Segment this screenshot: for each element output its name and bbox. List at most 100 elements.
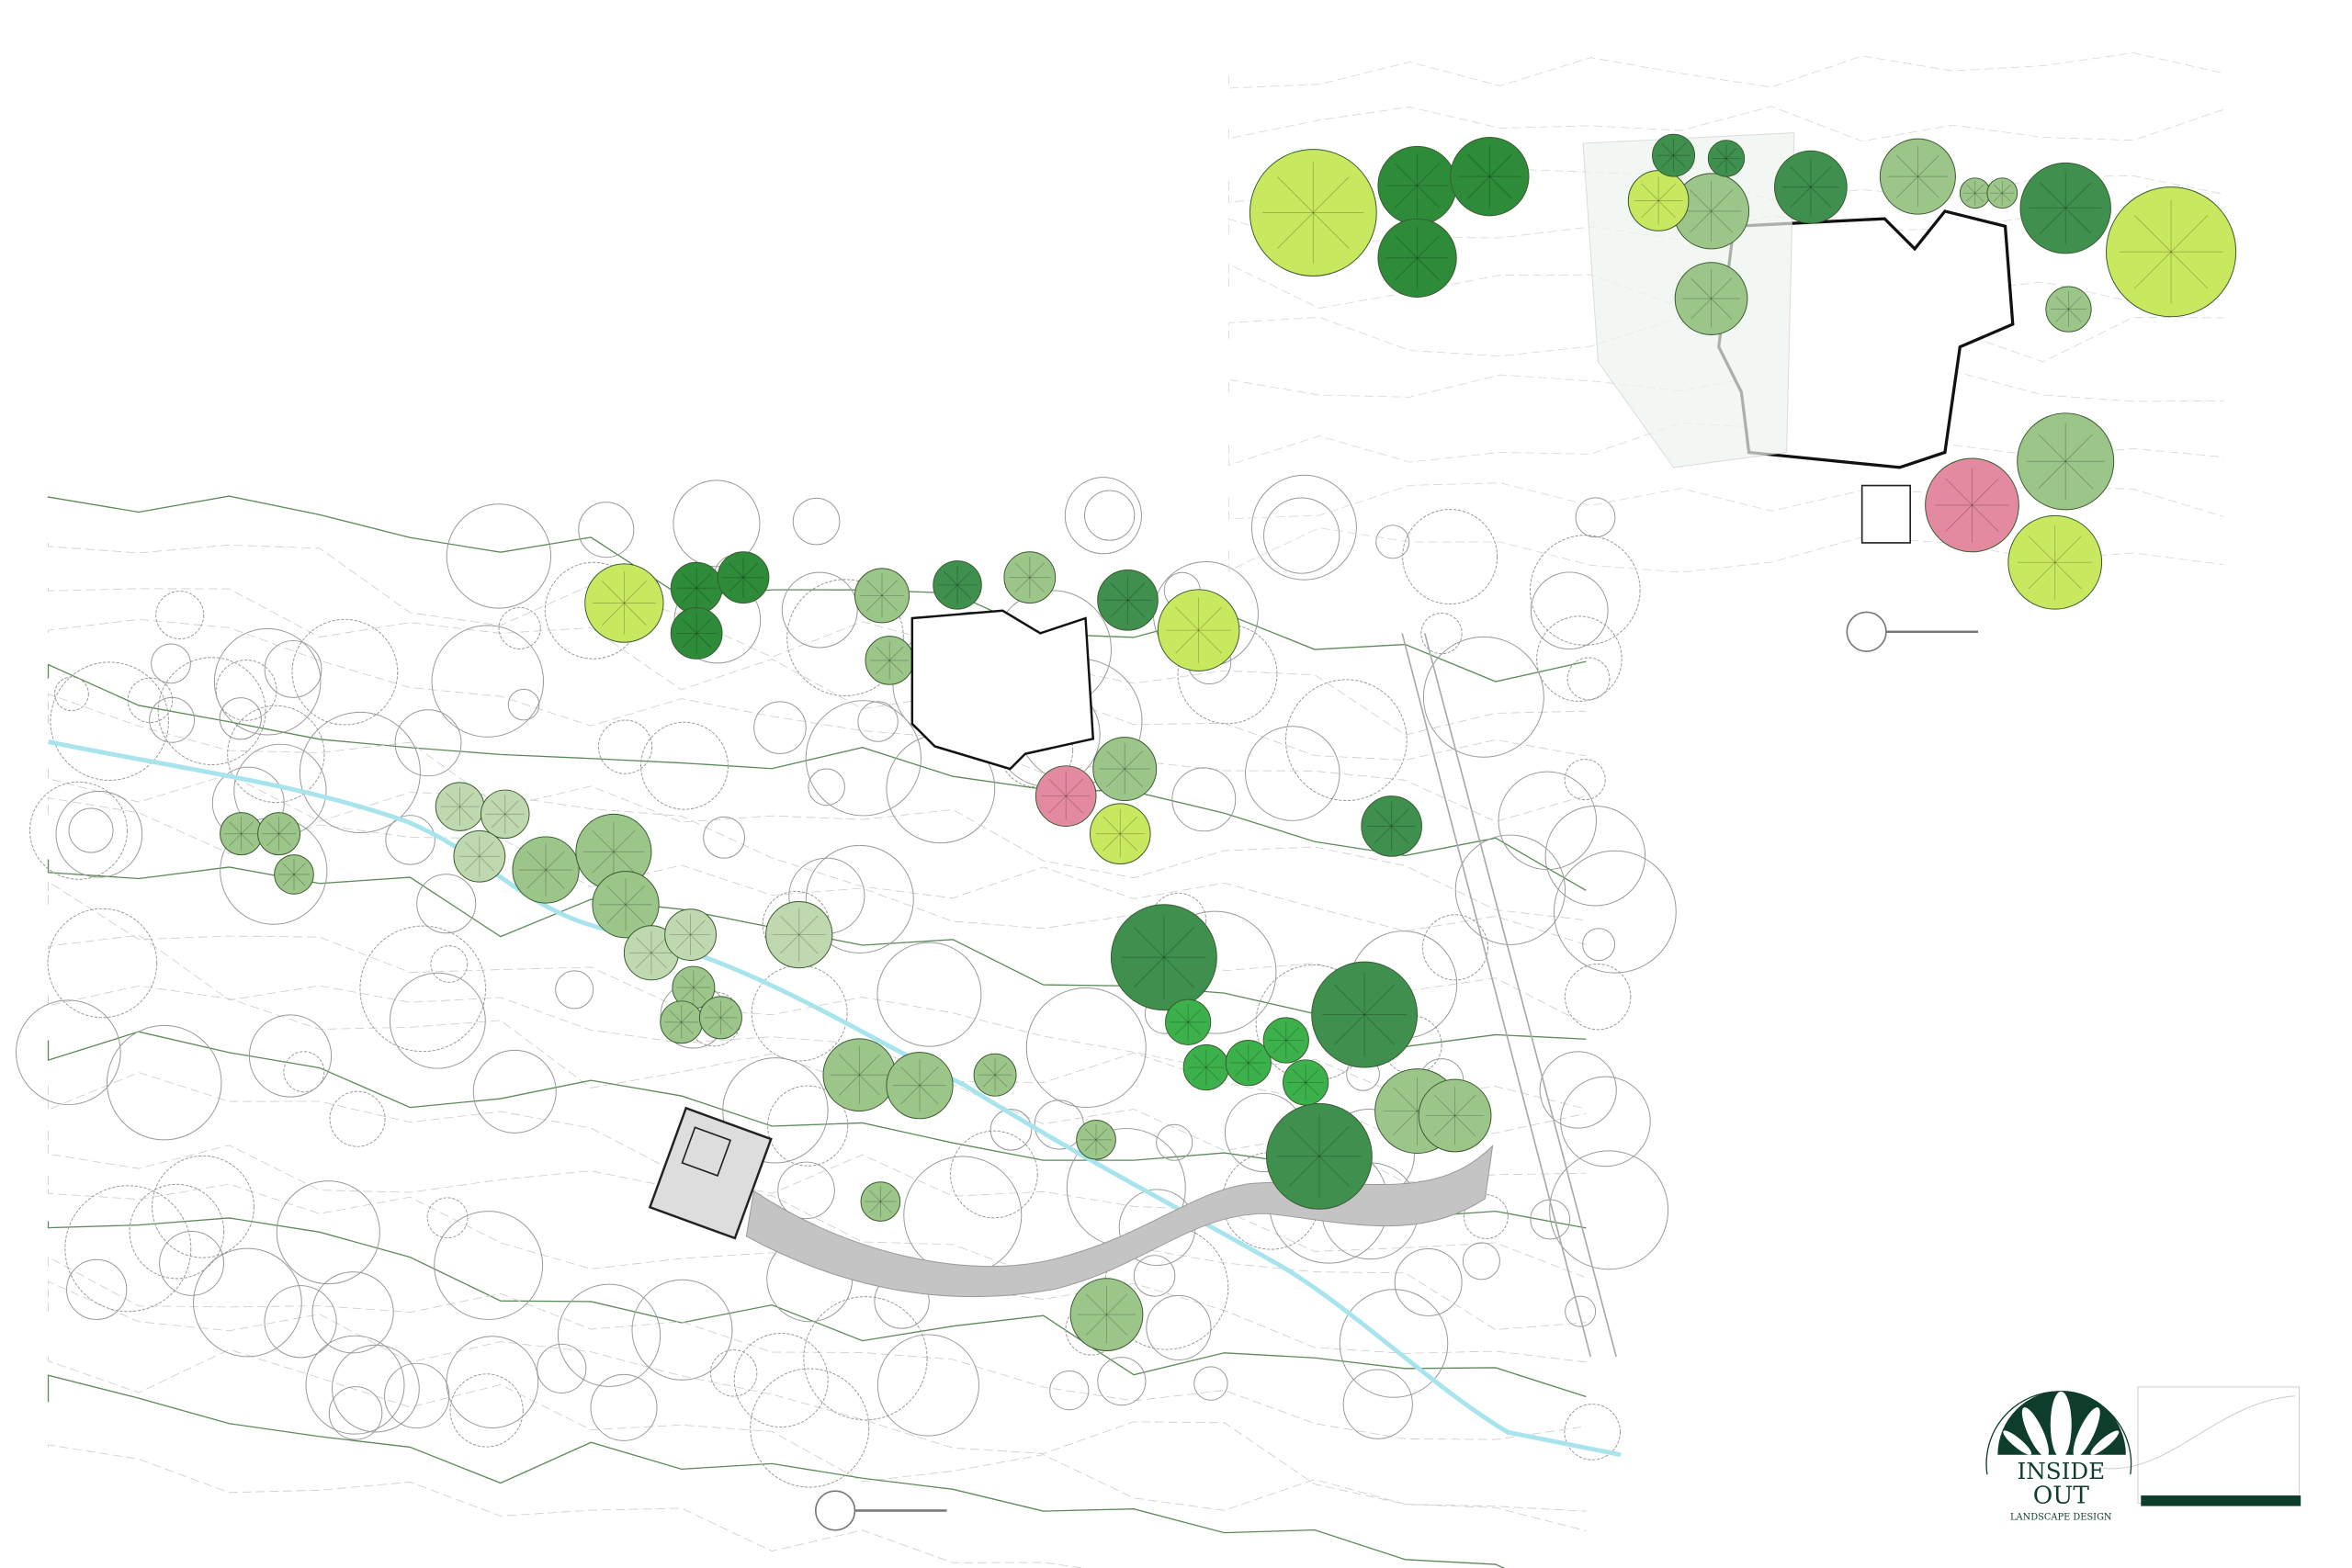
tree-branch: [742, 562, 759, 578]
tree-symbol: [1450, 137, 1530, 217]
contour-line: [1228, 106, 2224, 142]
tree-canopy: [2106, 186, 2237, 318]
existing-tree-outline: [416, 874, 477, 934]
existing-tree-outline: [808, 768, 845, 807]
tree-branch: [2133, 215, 2172, 253]
logo-line1: INSIDE: [2018, 1458, 2106, 1484]
existing-tree-outline: [311, 1271, 394, 1354]
existing-tree-outline: [557, 1283, 662, 1387]
existing-tree-outline: [385, 815, 435, 865]
tree-branch: [1119, 833, 1138, 852]
existing-tree-outline: [1564, 759, 1606, 801]
tree-canopy: [2017, 412, 2115, 511]
tree-branch: [681, 987, 695, 1000]
tree-branch: [650, 953, 667, 969]
tree-branch: [708, 1017, 721, 1031]
existing-tree-outline: [47, 908, 158, 1019]
tree-branch: [1395, 235, 1418, 259]
tree-branch: [2068, 309, 2082, 322]
existing-tree-outline: [152, 1155, 254, 1258]
existing-tree-outline: [430, 945, 469, 983]
tree-branch: [956, 584, 972, 600]
logo-line2: OUT: [2033, 1482, 2090, 1509]
existing-tree-outline: [950, 1130, 1038, 1219]
tree-branch: [1277, 176, 1314, 213]
tree-branch: [1106, 1314, 1128, 1336]
existing-tree-outline: [1564, 964, 1632, 1031]
existing-tree-outline: [590, 1373, 658, 1441]
tree-canopy: [664, 908, 717, 961]
existing-tree-outline: [1582, 928, 1615, 962]
tree-canopy: [973, 1053, 1017, 1097]
tree-branch: [1095, 1139, 1108, 1152]
tree-branch: [282, 863, 295, 875]
tree-symbol: [1652, 133, 1696, 177]
existing-tree-outline: [673, 479, 761, 568]
tree-branch: [1895, 175, 1918, 198]
tree-branch: [1095, 1128, 1108, 1141]
existing-tree-outline: [1193, 1366, 1228, 1401]
tree-branch: [2040, 182, 2066, 209]
tree-branch: [1065, 795, 1084, 814]
existing-tree-outline: [1498, 771, 1597, 871]
tree-branch: [888, 660, 904, 675]
tree-canopy: [1157, 589, 1240, 671]
existing-tree-outline: [193, 1247, 302, 1358]
tree-branch: [1690, 189, 1712, 212]
existing-tree-outline: [1575, 497, 1616, 538]
tree-branch: [1711, 189, 1734, 212]
tree-branch: [869, 1190, 881, 1202]
existing-tree-outline: [555, 970, 594, 1010]
existing-tree-outline: [227, 705, 325, 804]
tree-canopy: [1035, 765, 1097, 827]
existing-tree-outline: [640, 721, 729, 810]
tree-branch: [1657, 183, 1676, 201]
existing-tree-outline: [107, 1024, 222, 1141]
existing-tree-outline: [537, 1343, 587, 1393]
tree-branch: [479, 841, 494, 857]
tree-branch: [1175, 629, 1199, 654]
existing-tree-outline: [1097, 1357, 1147, 1406]
tree-branch: [728, 562, 744, 578]
existing-tree-outline: [1560, 1076, 1651, 1168]
contour-line: [48, 588, 1587, 761]
tree-symbol: [1089, 803, 1151, 864]
tree-branch: [1174, 1009, 1189, 1023]
tree-symbol: [2106, 186, 2237, 318]
tree-branch: [2064, 461, 2094, 490]
house-detail-plan: [1228, 52, 2237, 610]
tree-branch: [1084, 1139, 1097, 1152]
tree-branch: [266, 821, 279, 834]
tree-branch: [526, 851, 547, 871]
tree-branch: [625, 904, 645, 924]
tree-symbol: [2045, 286, 2092, 333]
tree-branch: [1673, 142, 1686, 156]
tree-symbol: [2017, 412, 2115, 511]
existing-tree-outline: [359, 925, 486, 1053]
tree-branch: [1187, 1009, 1202, 1023]
north-arrow-detail: [1846, 611, 1979, 652]
tree-branch: [459, 806, 474, 821]
tree-branch: [625, 886, 645, 906]
contour-line: [48, 542, 1587, 736]
tree-canopy: [512, 836, 580, 904]
tree-branch: [690, 934, 706, 950]
existing-tree-outline: [449, 1373, 524, 1448]
existing-tree-outline: [66, 1258, 128, 1320]
tree-branch: [693, 987, 707, 1000]
tree-branch: [881, 580, 898, 596]
existing-tree-outline: [1564, 1404, 1621, 1461]
contour-line: [48, 797, 1587, 1025]
tree-canopy: [2019, 162, 2111, 254]
tree-branch: [606, 886, 627, 906]
tree-symbol: [1925, 457, 2019, 553]
tree-branch: [1489, 175, 1512, 199]
tree-symbol: [1069, 1278, 1144, 1352]
existing-tree-outline: [434, 1211, 544, 1320]
tree-branch: [2170, 251, 2209, 289]
tree-canopy: [1076, 1119, 1116, 1160]
existing-tree-outline: [1536, 615, 1623, 702]
tree-branch: [2054, 536, 2082, 563]
tree-symbol: [1773, 150, 1848, 224]
